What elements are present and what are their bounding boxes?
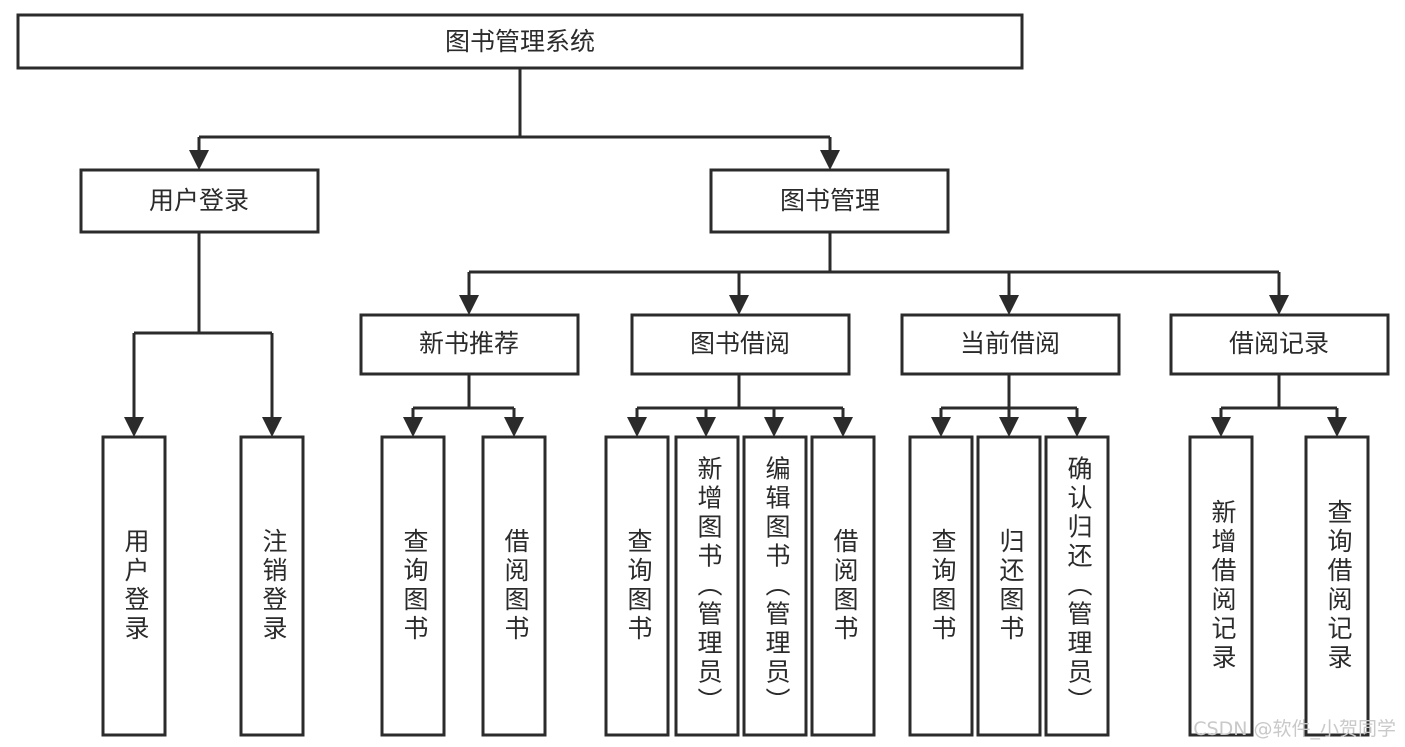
node-leaf-borrow-book-2-box[interactable] [810, 435, 876, 737]
node-leaf-user-login[interactable]: 用户登录 [101, 435, 167, 737]
node-leaf-logout-login-label: 注销登录 [259, 528, 288, 644]
arrow-user-login-to-leaf-2 [262, 417, 282, 437]
node-root-label: 图书管理系统 [445, 27, 595, 56]
node-leaf-query-borrow-record[interactable]: 查询借阅记录 [1304, 435, 1370, 737]
node-leaf-borrow-book-1[interactable]: 借阅图书 [481, 435, 547, 737]
arrow-cb-to-leaf-2 [999, 417, 1019, 437]
node-leaf-add-book-admin[interactable]: 新增图书（管理员） [674, 435, 740, 737]
node-current-borrow-box[interactable] [900, 313, 1121, 376]
arrow-bm-to-current-borrow [999, 295, 1019, 315]
node-leaf-add-book-admin-box[interactable] [674, 435, 740, 737]
node-leaf-query-book-1-box[interactable] [380, 435, 446, 737]
arrow-nb-to-leaf-2 [504, 417, 524, 437]
node-leaf-borrow-book-2-label: 借阅图书 [830, 528, 859, 644]
node-leaf-borrow-book-2[interactable]: 借阅图书 [810, 435, 876, 737]
arrow-bm-to-new-book [459, 295, 479, 315]
node-leaf-query-book-3[interactable]: 查询图书 [908, 435, 974, 737]
node-book-management[interactable]: 图书管理 [709, 168, 950, 234]
node-leaf-logout-login[interactable]: 注销登录 [239, 435, 305, 737]
node-root-box[interactable] [16, 13, 1024, 70]
node-leaf-return-book-label: 归还图书 [996, 528, 1025, 644]
arrow-cb-to-leaf-3 [1067, 417, 1087, 437]
node-leaf-edit-book-admin-label: 编辑图书（管理员） [762, 456, 791, 717]
csdn-watermark: CSDN @软件_小贺同学 [1193, 718, 1396, 740]
node-borrow-record-box[interactable] [1169, 313, 1390, 376]
arrow-bm-to-book-borrow [729, 295, 749, 315]
arrow-bb-to-leaf-3 [764, 417, 784, 437]
node-leaf-borrow-book-1-label: 借阅图书 [501, 528, 530, 644]
node-borrow-record[interactable]: 借阅记录 [1169, 313, 1390, 376]
arrow-nb-to-leaf-1 [403, 417, 423, 437]
arrow-br-to-leaf-2 [1327, 417, 1347, 437]
node-leaf-add-book-admin-label: 新增图书（管理员） [694, 456, 723, 717]
arrow-bb-to-leaf-1 [627, 417, 647, 437]
node-leaf-add-borrow-record-label: 新增借阅记录 [1208, 499, 1237, 673]
node-layer: 图书管理系统 用户登录 图书管理 新书推荐 图书借阅 [16, 13, 1390, 737]
node-leaf-edit-book-admin-box[interactable] [742, 435, 808, 737]
node-leaf-return-book-box[interactable] [976, 435, 1042, 737]
node-new-book-recommend-box[interactable] [359, 313, 580, 376]
node-new-book-recommend-label: 新书推荐 [419, 329, 519, 358]
node-user-login[interactable]: 用户登录 [79, 168, 320, 234]
node-book-borrow-label: 图书借阅 [690, 329, 790, 358]
connector-layer [124, 68, 1347, 437]
node-current-borrow-label: 当前借阅 [960, 329, 1060, 358]
node-user-login-box[interactable] [79, 168, 320, 234]
arrow-cb-to-leaf-1 [931, 417, 951, 437]
node-leaf-confirm-return-admin-label: 确认归还（管理员） [1064, 456, 1093, 717]
node-leaf-confirm-return-admin[interactable]: 确认归还（管理员） [1044, 435, 1110, 737]
node-borrow-record-label: 借阅记录 [1229, 329, 1329, 358]
node-book-management-label: 图书管理 [780, 186, 880, 215]
node-book-borrow-box[interactable] [630, 313, 851, 376]
node-new-book-recommend[interactable]: 新书推荐 [359, 313, 580, 376]
node-leaf-confirm-return-admin-box[interactable] [1044, 435, 1110, 737]
node-leaf-query-book-2-label: 查询图书 [624, 528, 653, 644]
node-leaf-query-book-3-box[interactable] [908, 435, 974, 737]
node-leaf-query-borrow-record-box[interactable] [1304, 435, 1370, 737]
node-book-management-box[interactable] [709, 168, 950, 234]
node-current-borrow[interactable]: 当前借阅 [900, 313, 1121, 376]
arrow-bb-to-leaf-4 [833, 417, 853, 437]
node-leaf-borrow-book-1-box[interactable] [481, 435, 547, 737]
arrow-root-to-book-management [820, 150, 840, 170]
node-leaf-query-book-1-label: 查询图书 [400, 528, 429, 644]
node-book-borrow[interactable]: 图书借阅 [630, 313, 851, 376]
node-leaf-add-borrow-record-box[interactable] [1188, 435, 1254, 737]
node-leaf-user-login-label: 用户登录 [121, 528, 150, 644]
arrow-user-login-to-leaf-1 [124, 417, 144, 437]
arrow-br-to-leaf-1 [1211, 417, 1231, 437]
arrow-root-to-user-login [189, 150, 209, 170]
node-leaf-query-book-2[interactable]: 查询图书 [604, 435, 670, 737]
node-leaf-edit-book-admin[interactable]: 编辑图书（管理员） [742, 435, 808, 737]
node-leaf-return-book[interactable]: 归还图书 [976, 435, 1042, 737]
node-leaf-add-borrow-record[interactable]: 新增借阅记录 [1188, 435, 1254, 737]
node-leaf-query-book-2-box[interactable] [604, 435, 670, 737]
node-root[interactable]: 图书管理系统 [16, 13, 1024, 70]
node-user-login-label: 用户登录 [149, 186, 249, 215]
node-leaf-query-borrow-record-label: 查询借阅记录 [1324, 499, 1353, 673]
node-leaf-query-book-3-label: 查询图书 [928, 528, 957, 644]
node-leaf-logout-login-box[interactable] [239, 435, 305, 737]
node-leaf-query-book-1[interactable]: 查询图书 [380, 435, 446, 737]
arrow-bb-to-leaf-2 [696, 417, 716, 437]
arrow-bm-to-borrow-record [1269, 295, 1289, 315]
node-leaf-user-login-box[interactable] [101, 435, 167, 737]
